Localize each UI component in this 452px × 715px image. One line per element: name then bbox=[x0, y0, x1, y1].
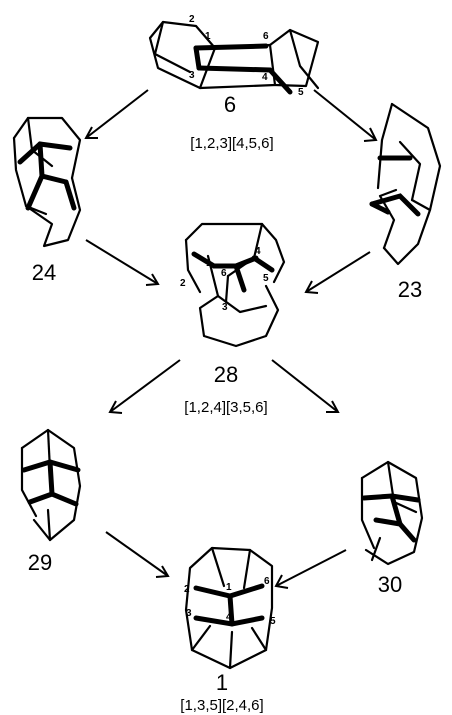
compound-set-28: [1,2,4][3,5,6] bbox=[184, 399, 267, 416]
arrow-29-to-1 bbox=[105, 531, 170, 578]
atom-label: 2 bbox=[180, 278, 186, 289]
atom-label: 5 bbox=[270, 616, 276, 627]
atom-label: 5 bbox=[263, 273, 269, 284]
compound-label-23: 23 bbox=[398, 277, 422, 302]
atom-label: 1 bbox=[206, 258, 212, 269]
compound-set-6: [1,2,3][4,5,6] bbox=[190, 135, 273, 152]
compound-set-1: [1,3,5][2,4,6] bbox=[180, 697, 263, 714]
compound-label-28: 28 bbox=[214, 362, 238, 387]
structure-6 bbox=[148, 20, 320, 95]
atom-label: 1 bbox=[226, 582, 232, 593]
structure-24 bbox=[12, 116, 82, 248]
compound-label-1: 1 bbox=[216, 670, 228, 695]
compound-label-29: 29 bbox=[28, 550, 52, 575]
atom-label: 2 bbox=[184, 584, 190, 595]
structure-1 bbox=[184, 546, 274, 670]
atom-label: 4 bbox=[262, 72, 268, 83]
atom-label: 6 bbox=[263, 31, 269, 42]
arrow-6-to-24 bbox=[84, 89, 149, 139]
atom-label: 3 bbox=[222, 302, 228, 313]
atom-label: 2 bbox=[189, 14, 195, 25]
structure-23 bbox=[369, 102, 442, 266]
compound-label-24: 24 bbox=[32, 260, 56, 285]
atom-label: 4 bbox=[226, 612, 232, 623]
atom-label: 5 bbox=[298, 87, 304, 98]
structure-28 bbox=[184, 222, 286, 348]
arrow-23-to-28 bbox=[304, 251, 371, 294]
atom-label: 3 bbox=[186, 608, 192, 619]
arrow-30-to-1 bbox=[274, 549, 347, 589]
arrow-6-to-23 bbox=[313, 89, 378, 142]
compound-label-6: 6 bbox=[224, 92, 236, 117]
atom-label: 6 bbox=[264, 576, 270, 587]
atom-label: 4 bbox=[255, 246, 261, 257]
arrow-28-to-29 bbox=[108, 359, 181, 414]
structure-29 bbox=[20, 428, 82, 542]
arrow-28-to-30 bbox=[271, 359, 340, 413]
arrow-24-to-28 bbox=[85, 239, 160, 286]
compound-label-30: 30 bbox=[378, 572, 402, 597]
atom-label: 1 bbox=[205, 31, 211, 42]
structure-30 bbox=[360, 460, 424, 566]
atom-label: 6 bbox=[221, 268, 227, 279]
atom-label: 3 bbox=[189, 70, 195, 81]
